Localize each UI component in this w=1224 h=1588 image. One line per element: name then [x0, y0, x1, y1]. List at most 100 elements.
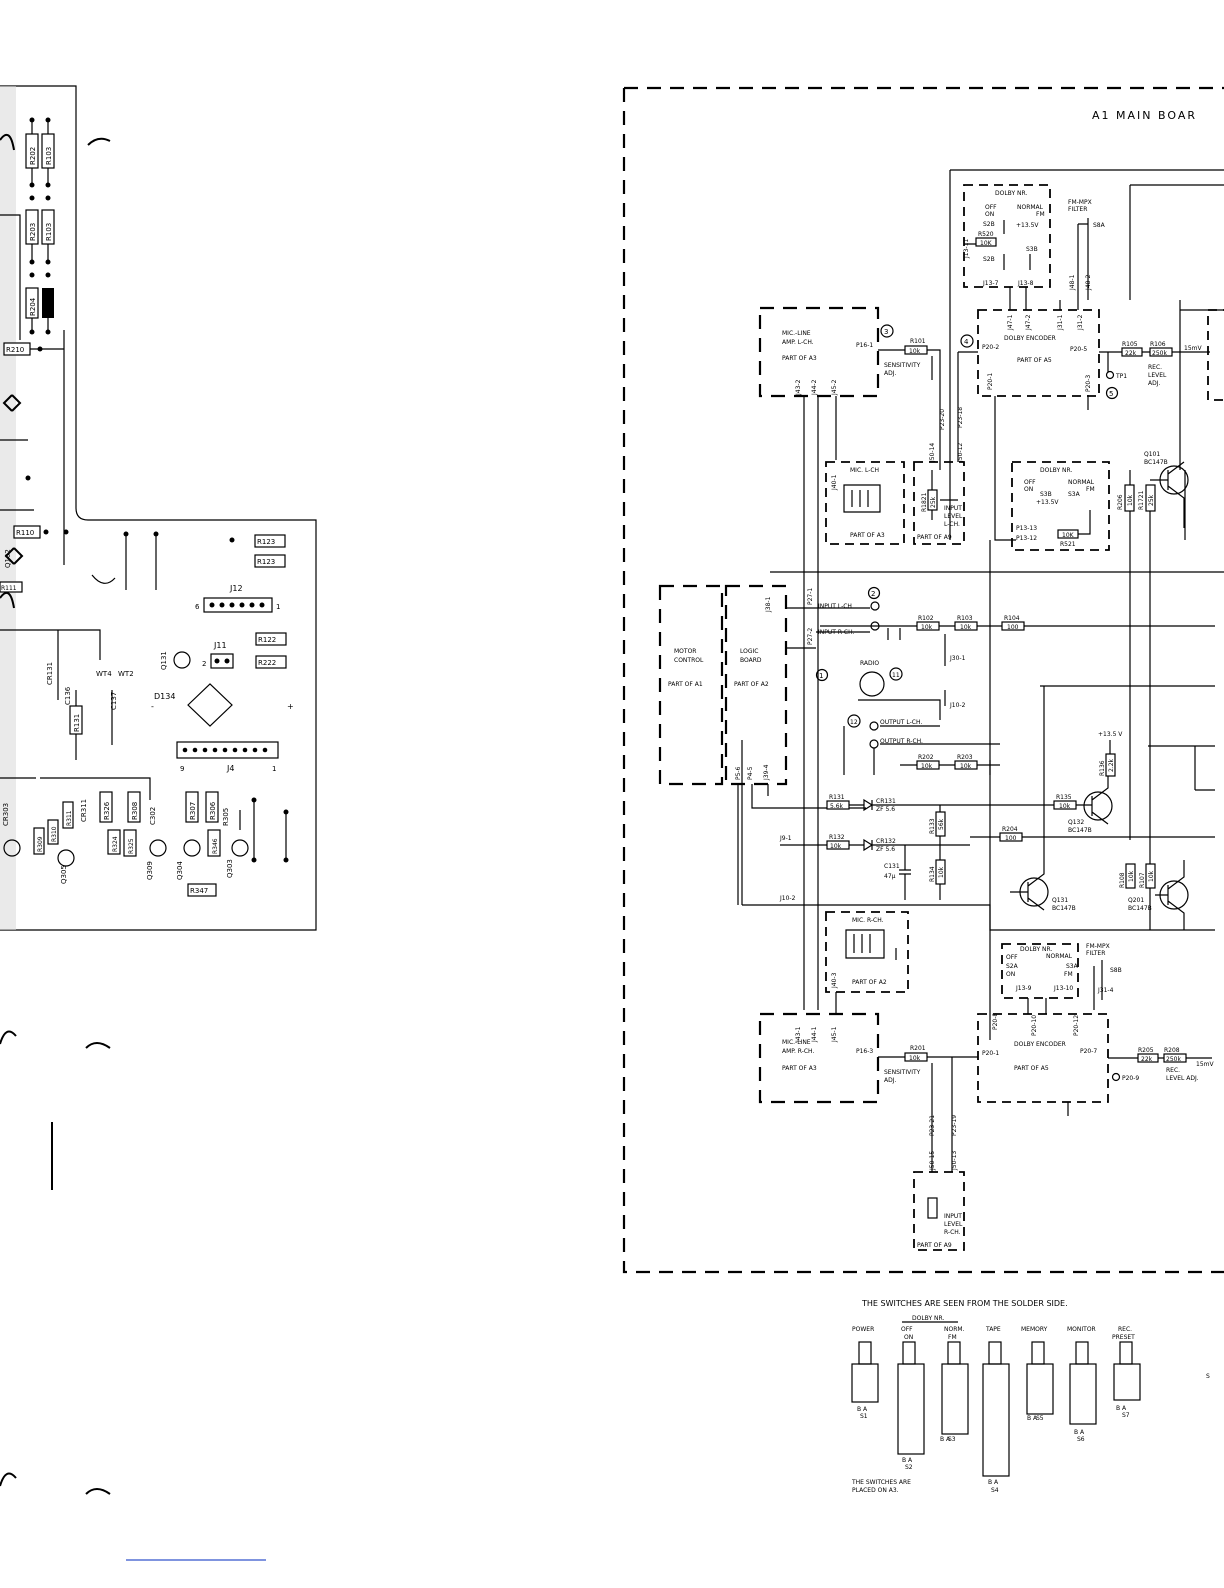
mic-line-l-1: MIC.-LINE: [782, 330, 811, 337]
q201-label: Q201: [1128, 897, 1144, 904]
pcb-label-r306: R306: [209, 801, 217, 820]
r133-label: R133: [929, 818, 936, 834]
r201-bot-label: R201: [910, 1045, 926, 1052]
pcb-label-j12: J12: [229, 584, 243, 593]
r102-label: R102: [918, 615, 934, 622]
conn-p20-1b: P20-8: [992, 1013, 999, 1030]
r104-label: R104: [1004, 615, 1020, 622]
switches-edge-s: S: [1206, 1373, 1210, 1380]
switches-note-1: THE SWITCHES ARE: [851, 1479, 911, 1486]
switch-s2: B A S2: [897, 1341, 925, 1471]
r107-value: 10k: [1127, 494, 1134, 506]
dolby-bot-off: OFF: [1006, 954, 1018, 961]
r106-value: 250k: [1152, 350, 1167, 357]
conn-j30-1: J30-1: [949, 655, 966, 662]
r136-label: R136: [1099, 760, 1106, 776]
sens-top-2: ADJ.: [884, 370, 896, 377]
dolby-encoder-top-part: PART OF A5: [1017, 357, 1052, 364]
mic-line-amp-r-block: [758, 1012, 880, 1104]
r133-value: 56k: [938, 818, 945, 830]
pcb-label-q305: Q305: [60, 865, 68, 884]
pcb-pin-1b: 1: [272, 765, 276, 773]
cr132-type: ZF 5.6: [876, 846, 895, 853]
input-r-3: R-CH.: [944, 1229, 961, 1236]
pcb-label-r308: R308: [131, 802, 139, 820]
dolby-top-j13-7: J13-7: [982, 280, 999, 287]
r103-value: 10k: [960, 624, 972, 631]
r208-value: 250k: [1166, 1056, 1181, 1063]
conn-p20-10: P20-10: [1031, 1015, 1038, 1036]
cr132-label: CR132: [876, 838, 896, 845]
main-board-title: A1 MAIN BOAR: [1092, 109, 1197, 122]
dolby-mid-normal: NORMAL: [1068, 479, 1095, 486]
r201-bot-value: 10k: [909, 1055, 921, 1062]
mic-line-r-1: MIC.-LINE: [782, 1039, 811, 1046]
sw-head-norm: NORM.: [944, 1326, 965, 1333]
conn-p20-6: J47-2: [1025, 314, 1032, 331]
rec-top-level: LEVEL: [1148, 372, 1167, 379]
r208-label: R208: [1164, 1047, 1180, 1054]
rec-bot-rec: REC.: [1166, 1067, 1180, 1074]
conn-p23-18: P23-18: [957, 407, 964, 428]
pcb-label-j4: J4: [226, 764, 234, 773]
mic-l-title: MIC. L-CH: [850, 467, 879, 474]
sw-s4-name: S4: [991, 1487, 999, 1494]
r204-value: 100: [1005, 835, 1017, 842]
conn-p16-3: P16-3: [856, 1048, 873, 1055]
dolby-bot-fm: FM: [1064, 971, 1073, 978]
r105-label: R105: [1122, 341, 1138, 348]
pcb-label-r325: R325: [128, 838, 135, 854]
dolby-top-normal: NORMAL: [1017, 204, 1044, 211]
sw-s2-ba: B A: [902, 1457, 913, 1464]
conn-p23-21: P23-21: [929, 1115, 936, 1136]
dolby-encoder-bot-title: DOLBY ENCODER: [1014, 1041, 1066, 1048]
pcb-label-d134: D134: [154, 692, 175, 701]
dolby-bot-j13-10: J13-10: [1053, 985, 1073, 992]
r206-label: R108: [1119, 872, 1126, 888]
r108-value: 25k: [1148, 494, 1155, 506]
dolby-mid-v: +13.5V: [1036, 499, 1059, 506]
circle-2: 2: [871, 590, 875, 598]
circle-5: 5: [1109, 390, 1113, 398]
r103-label: R103: [957, 615, 973, 622]
c131-label: C131: [884, 863, 900, 870]
conn-j10-2b: J10-2: [779, 895, 796, 902]
dolby-mid-title: DOLBY NR.: [1040, 467, 1072, 474]
mic-line-amp-l-block: [758, 306, 880, 398]
conn-p5-6: P5-6: [735, 766, 742, 780]
r132-value: 10k: [830, 843, 842, 850]
conn-p20-3: P20-3: [1085, 375, 1092, 392]
r201-value: 10k: [1148, 870, 1155, 882]
conn-p27-2: P27-2: [807, 628, 814, 645]
conn-p4-5: P4-5: [747, 766, 754, 780]
r135-value: 10k: [1059, 803, 1071, 810]
dolby-top-s2b: S2B: [983, 221, 995, 228]
dolby-encoder-bot-part: PART OF A5: [1014, 1065, 1049, 1072]
dolby-nr-bot-block: [1001, 943, 1079, 999]
input-level-r-block: [913, 1171, 965, 1251]
pcb-label-r309: R309: [37, 836, 44, 852]
pcb-label-r222: R222: [258, 659, 276, 667]
switch-s7: B A S7: [1113, 1341, 1141, 1419]
rec-bot-adj: LEVEL ADJ.: [1166, 1075, 1199, 1082]
pcb-label-r307: R307: [189, 802, 197, 820]
pcb-label-q303: Q303: [226, 859, 234, 878]
dolby-bot-j13-9: J13-9: [1015, 985, 1032, 992]
q101-type: BC147B: [1144, 459, 1168, 466]
dolby-bot-normal: NORMAL: [1046, 953, 1073, 960]
conn-p20-1: P20-1: [987, 373, 994, 390]
conn-j38-1: J38-1: [765, 596, 772, 613]
fm-mpx-bot-j31-4: J31-4: [1097, 987, 1114, 994]
sw-head-memory: MEMORY: [1021, 1326, 1048, 1333]
motor-3: PART OF A1: [668, 681, 703, 688]
conn-j13-11: J13-11: [963, 239, 970, 259]
r105-value: 22k: [1125, 350, 1137, 357]
input-r-ch: INPUT R-CH.: [818, 629, 855, 636]
switches-caption: THE SWITCHES ARE SEEN FROM THE SOLDER SI…: [861, 1299, 1068, 1308]
output-r-ch: OUTPUT R-CH.: [880, 738, 923, 745]
left-pcb: R202 R103 R203 R103 R204 R210 R110 Q102 …: [0, 85, 317, 931]
mic-r-ch-block: [825, 911, 909, 993]
sens-top-1: SENSITIVITY: [884, 362, 921, 369]
